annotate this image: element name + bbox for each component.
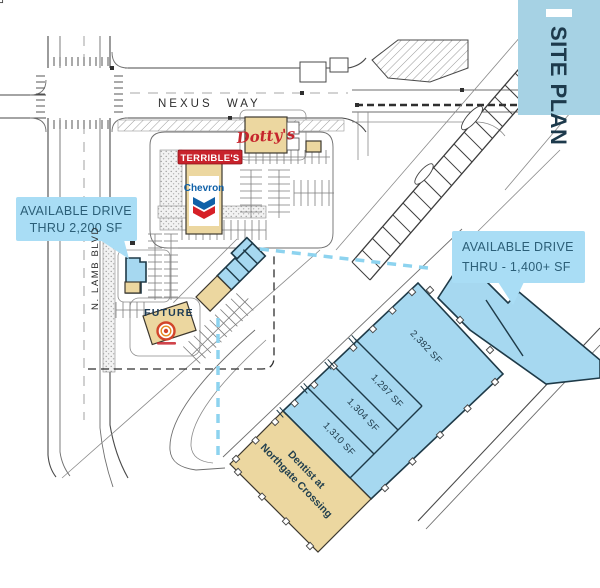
terribles-sign xyxy=(177,149,243,165)
property-dashed-line xyxy=(88,256,275,370)
callout-1400-line1: AVAILABLE DRIVE xyxy=(462,240,574,254)
site-plan-header: SITE PLAN xyxy=(518,0,600,145)
callout-2200: AVAILABLE DRIVE THRU 2,200 SF xyxy=(16,197,137,259)
street-label-n-lamb-blvd: N. LAMB BLVD xyxy=(90,226,101,310)
chevron-station-building: TERRIBLE'S Chevron xyxy=(177,149,243,235)
retail-complex: 1,310 SF 1,304 SF 1,297 SF 2,382 SF Dent… xyxy=(0,0,600,553)
chevron-label: Chevron xyxy=(184,183,225,194)
terribles-label: TERRIBLE'S xyxy=(180,153,239,164)
leader-dashed-lines xyxy=(216,247,429,458)
future-building: FUTURE xyxy=(124,281,197,346)
street-label-nexus-way: NEXUS WAY xyxy=(158,98,261,110)
callout-2200-line1: AVAILABLE DRIVE xyxy=(20,204,132,218)
offsite-structures xyxy=(299,39,469,83)
crosswalks xyxy=(36,57,123,129)
dottys-building: Dotty's xyxy=(235,116,322,154)
future-tenant-logo-icon xyxy=(156,321,176,345)
callout-1400-line2: THRU - 1,400+ SF xyxy=(462,260,571,274)
callout-2200-line2: THRU 2,200 SF xyxy=(30,221,123,235)
callout-1400: AVAILABLE DRIVE THRU - 1,400+ SF xyxy=(452,231,585,305)
header-dash-icon xyxy=(546,9,572,17)
center-strip-building xyxy=(173,236,267,364)
chevron-logo-icon xyxy=(193,197,215,219)
landscape-areas xyxy=(102,119,345,373)
site-plan-title: SITE PLAN xyxy=(546,26,571,145)
future-label: FUTURE xyxy=(144,307,194,319)
dottys-label: Dotty's xyxy=(235,125,296,147)
